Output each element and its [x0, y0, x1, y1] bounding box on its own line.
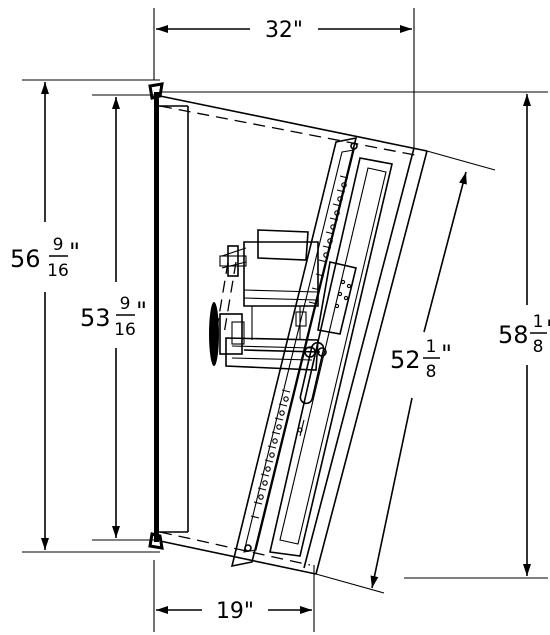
- louver-assembly: [230, 136, 393, 568]
- dimension-lines: [41, 25, 531, 614]
- dim-left-outer-whole: 56: [10, 245, 41, 273]
- dim-right-height-whole: 58: [498, 321, 529, 349]
- dim-line-diagonal-top: [423, 171, 467, 333]
- dim-diagonal-unit: ": [441, 340, 452, 368]
- dim-left-inner: 53 9 16 ": [80, 294, 147, 340]
- dim-left-inner-unit: ": [136, 297, 147, 325]
- right-slanted-face: [315, 150, 428, 575]
- dim-right-height-num: 1: [533, 312, 544, 332]
- motor-drive-assembly: [209, 229, 327, 371]
- dim-left-inner-den: 16: [114, 320, 136, 340]
- dim-left-outer-unit: ": [69, 238, 80, 266]
- top-slope-line: [159, 95, 428, 152]
- mounting-flange: [154, 92, 159, 542]
- dim-left-inner-num: 9: [120, 294, 131, 314]
- dim-left-outer-den: 16: [47, 261, 69, 281]
- dim-line-diagonal-bottom: [370, 397, 413, 589]
- dim-right-height-den: 8: [533, 337, 544, 357]
- bottom-slope-line: [159, 540, 317, 575]
- dim-diagonal-den: 8: [426, 362, 437, 382]
- dim-left-outer: 56 9 16 ": [10, 235, 80, 281]
- dim-left-outer-num: 9: [53, 235, 64, 255]
- extension-lines: [22, 8, 548, 632]
- flange-bottom-clip: [148, 532, 164, 550]
- dim-right-height: 58 1 8 ': [498, 312, 550, 357]
- dim-diagonal-num: 1: [426, 337, 437, 357]
- dim-top-width: 32": [265, 18, 303, 43]
- housing-outline: [148, 82, 428, 575]
- dim-right-height-unit: ': [546, 315, 550, 343]
- dim-bottom-width: 19": [216, 599, 254, 624]
- dim-left-inner-whole: 53: [80, 304, 111, 332]
- dim-diagonal-whole: 52: [390, 346, 421, 374]
- dim-diagonal: 52 1 8 ": [390, 337, 452, 382]
